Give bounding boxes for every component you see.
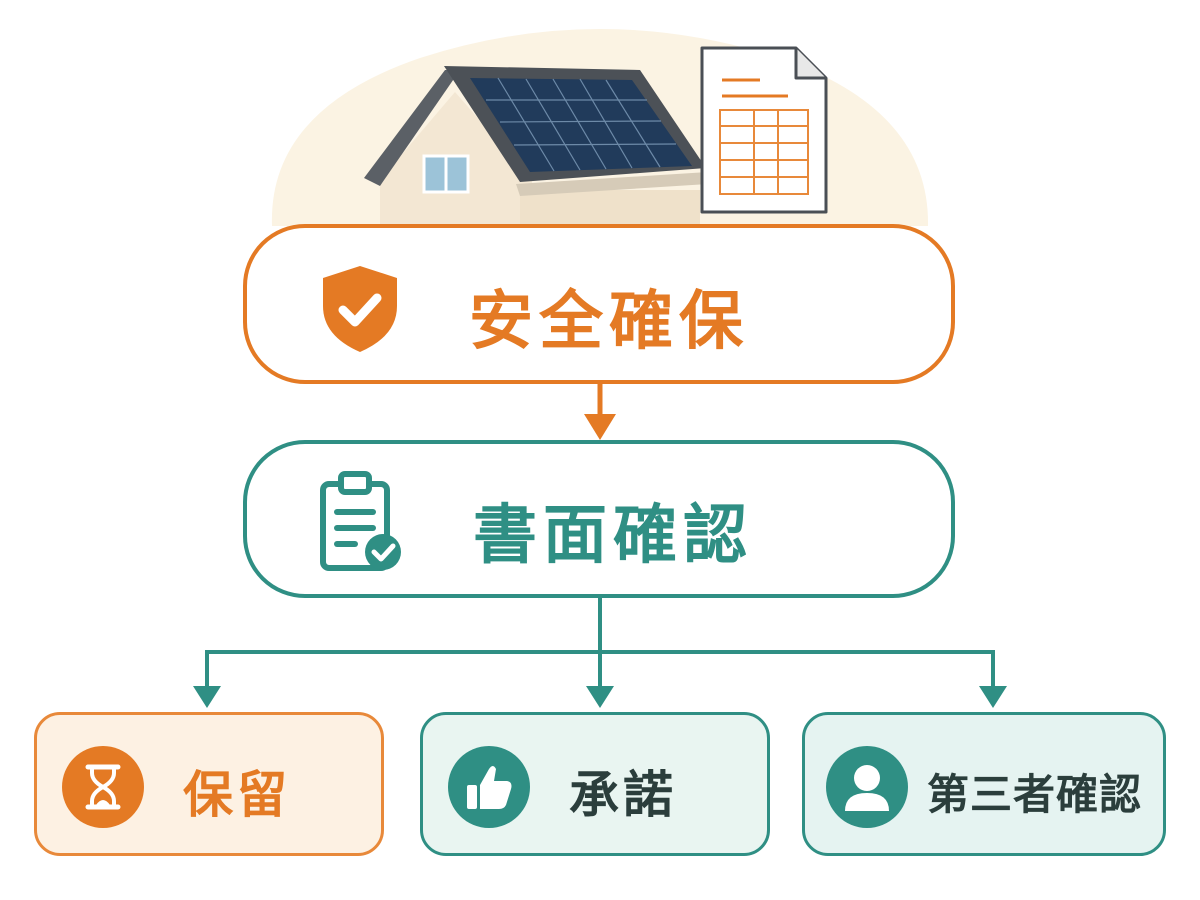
arrow-to-center-outcome (586, 686, 614, 708)
outcome-consent-node: 承諾 (420, 712, 770, 856)
clipboard-check-icon (317, 470, 407, 578)
arrow-to-right-outcome (979, 686, 1007, 708)
outcome-hold-label: 保留 (183, 766, 291, 824)
outcome-hold-node: 保留 (34, 712, 384, 856)
thumbs-up-icon (447, 745, 531, 833)
hourglass-icon (61, 745, 145, 833)
spreadsheet-document-icon (700, 46, 828, 214)
step-document-label: 書面確認 (473, 499, 753, 573)
outcome-third-party-label: 第三者確認 (927, 770, 1143, 819)
outcome-third-party-node: 第三者確認 (802, 712, 1166, 856)
arrow-to-left-outcome (193, 686, 221, 708)
shield-check-icon (315, 262, 405, 358)
solar-panel (470, 77, 692, 172)
step-safety-node: 安全確保 (243, 224, 955, 384)
person-icon (825, 745, 909, 833)
arrow-top-to-middle (584, 384, 616, 440)
step-safety-label: 安全確保 (469, 285, 749, 359)
step-document-node: 書面確認 (243, 440, 955, 598)
house-with-solar-panels-icon (364, 66, 708, 224)
outcome-consent-label: 承諾 (569, 766, 677, 824)
branch-connectors (205, 598, 995, 690)
